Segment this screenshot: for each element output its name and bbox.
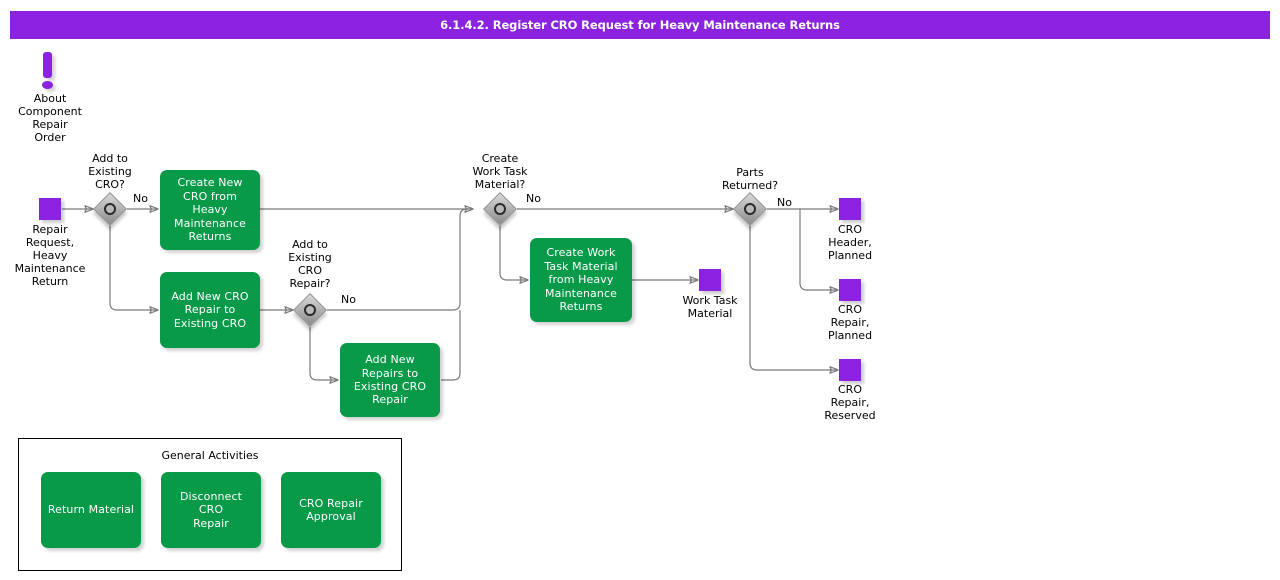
event-cro-header-planned[interactable] (839, 198, 861, 220)
flow-label-parts-returned-no: No (777, 196, 792, 209)
flow-label-add-to-existing-cro-repair-no: No (341, 293, 356, 306)
event-label-cro-repair-planned: CRO Repair, Planned (827, 303, 873, 342)
gateway-label-create-work-task-material: Create Work Task Material? (472, 152, 528, 191)
general-activities-title: General Activities (161, 449, 259, 462)
gateway-inclusive-ring-icon (744, 203, 756, 215)
event-repair-request-heavy-maintenance-return[interactable] (39, 198, 61, 220)
exclamation-icon (43, 52, 52, 78)
event-cro-repair-reserved[interactable] (839, 359, 861, 381)
task-add-new-cro-repair-to-existing-cro[interactable]: Add New CRO Repair to Existing CRO (160, 272, 260, 348)
annotation-label: About Component Repair Order (18, 92, 82, 144)
flow-label-add-to-existing-cro-no: No (133, 192, 148, 205)
event-work-task-material[interactable] (699, 269, 721, 291)
gateway-label-add-to-existing-cro: Add to Existing CRO? (88, 152, 132, 191)
task-disconnect-cro-repair[interactable]: Disconnect CRO Repair (161, 472, 261, 548)
task-create-new-cro-from-heavy-maintenance-returns[interactable]: Create New CRO from Heavy Maintenance Re… (160, 170, 260, 250)
task-cro-repair-approval[interactable]: CRO Repair Approval (281, 472, 381, 548)
gateway-add-to-existing-cro-repair[interactable] (293, 293, 327, 327)
task-create-work-task-material-from-heavy-maintenance-returns[interactable]: Create Work Task Material from Heavy Mai… (530, 238, 632, 322)
annotation-about-component-repair-order (32, 48, 68, 89)
event-label-work-task-material: Work Task Material (682, 294, 738, 320)
gateway-label-add-to-existing-cro-repair: Add to Existing CRO Repair? (288, 238, 332, 290)
task-add-new-repairs-to-existing-cro-repair[interactable]: Add New Repairs to Existing CRO Repair (340, 343, 440, 417)
general-activities-group: General Activities Return Material Disco… (18, 438, 402, 571)
event-label-repair-request: Repair Request, Heavy Maintenance Return (14, 223, 86, 288)
gateway-parts-returned[interactable] (733, 192, 767, 226)
gateway-inclusive-ring-icon (104, 203, 116, 215)
gateway-add-to-existing-cro[interactable] (93, 192, 127, 226)
task-return-material[interactable]: Return Material (41, 472, 141, 548)
event-label-cro-header-planned: CRO Header, Planned (827, 223, 873, 262)
event-cro-repair-planned[interactable] (839, 279, 861, 301)
diagram-title-bar: 6.1.4.2. Register CRO Request for Heavy … (10, 11, 1270, 39)
page-title: 6.1.4.2. Register CRO Request for Heavy … (440, 18, 840, 32)
gateway-label-parts-returned: Parts Returned? (721, 166, 779, 192)
gateway-inclusive-ring-icon (304, 304, 316, 316)
exclamation-dot-icon (42, 81, 53, 89)
gateway-inclusive-ring-icon (494, 203, 506, 215)
gateway-create-work-task-material[interactable] (483, 192, 517, 226)
event-label-cro-repair-reserved: CRO Repair, Reserved (824, 383, 876, 422)
flow-label-create-work-task-material-no: No (526, 192, 541, 205)
